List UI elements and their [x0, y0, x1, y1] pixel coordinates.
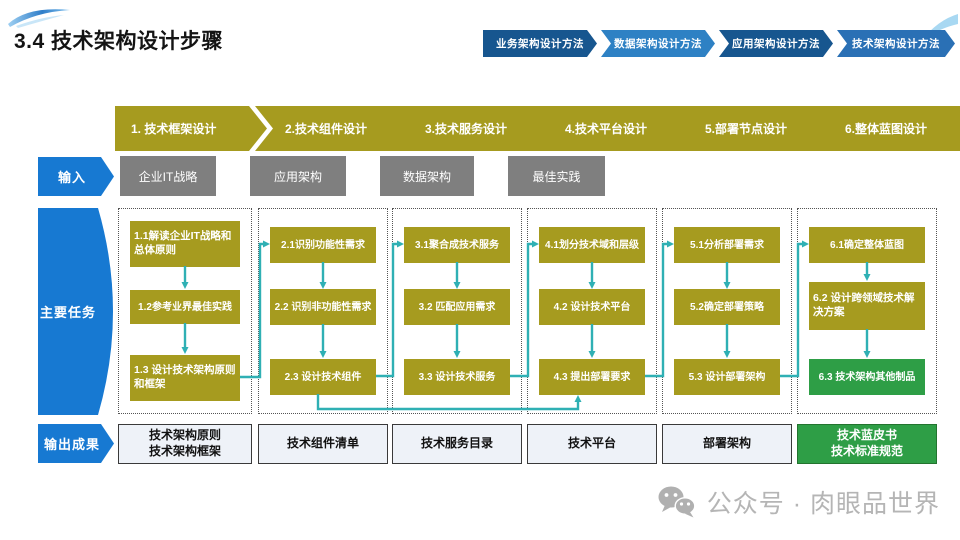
wechat-icon: [658, 486, 696, 518]
input-box-best-practice: 最佳实践: [508, 156, 605, 196]
page-title: 3.4 技术架构设计步骤: [14, 30, 224, 53]
output-box-tech-platform: 技术平台: [527, 424, 657, 464]
brand-swoosh-icon: [8, 9, 70, 28]
task-column-2: 2.1识别功能性需求 2.2 识别非功能性需求 2.3 设计技术组件: [258, 208, 388, 414]
task-5-2: 5.2确定部署策略: [674, 289, 780, 325]
output-box-deployment-architecture: 部署架构: [662, 424, 792, 464]
task-5-3: 5.3 设计部署架构: [674, 359, 780, 395]
tab-application-architecture-method[interactable]: 应用架构设计方法: [719, 30, 833, 57]
task-3-3: 3.3 设计技术服务: [404, 359, 510, 395]
output-row-label: 输出成果: [38, 424, 114, 463]
output-box-tech-arch-principles-framework: 技术架构原则 技术架构框架: [118, 424, 252, 464]
task-5-1: 5.1分析部署需求: [674, 227, 780, 263]
step-6-overall-blueprint-design: 6.整体蓝图设计: [815, 106, 960, 151]
task-1-3: 1.3 设计技术架构原则和框架: [130, 355, 240, 401]
task-4-2: 4.2 设计技术平台: [539, 289, 645, 325]
task-6-1: 6.1确定整体蓝图: [809, 227, 925, 263]
tab-technology-architecture-method[interactable]: 技术架构设计方法: [837, 30, 955, 57]
output-box-tech-bluebook-standards: 技术蓝皮书 技术标准规范: [797, 424, 937, 464]
tab-business-architecture-method[interactable]: 业务架构设计方法: [483, 30, 597, 57]
task-column-6: 6.1确定整体蓝图 6.2 设计跨领域技术解决方案 6.3 技术架构其他制品: [797, 208, 937, 414]
task-column-1: 1.1解读企业IT战略和总体原则 1.2参考业界最佳实践 1.3 设计技术架构原…: [118, 208, 252, 414]
task-4-1: 4.1划分技术域和层级: [539, 227, 645, 263]
step-4-tech-platform-design: 4.技术平台设计: [535, 106, 701, 151]
step-2-tech-component-design: 2.技术组件设计: [255, 106, 421, 151]
input-box-enterprise-it-strategy: 企业IT战略: [120, 156, 216, 196]
task-column-5: 5.1分析部署需求 5.2确定部署策略 5.3 设计部署架构: [662, 208, 792, 414]
task-3-1: 3.1聚合成技术服务: [404, 227, 510, 263]
step-5-deploy-node-design: 5.部署节点设计: [675, 106, 841, 151]
input-row-label: 输入: [38, 157, 114, 196]
tasks-row-label: 主要任务: [38, 208, 114, 415]
step-1-tech-framework-design: 1. 技术框架设计: [115, 106, 267, 151]
task-6-3: 6.3 技术架构其他制品: [809, 359, 925, 395]
task-column-3: 3.1聚合成技术服务 3.2 匹配应用需求 3.3 设计技术服务: [392, 208, 522, 414]
task-1-2: 1.2参考业界最佳实践: [130, 290, 240, 324]
task-6-2: 6.2 设计跨领域技术解决方案: [809, 282, 925, 330]
tab-data-architecture-method[interactable]: 数据架构设计方法: [601, 30, 715, 57]
task-1-1: 1.1解读企业IT战略和总体原则: [130, 221, 240, 267]
step-3-tech-service-design: 3.技术服务设计: [395, 106, 561, 151]
task-2-1: 2.1识别功能性需求: [270, 227, 376, 263]
output-box-tech-component-list: 技术组件清单: [258, 424, 388, 464]
task-4-3: 4.3 提出部署要求: [539, 359, 645, 395]
task-2-3: 2.3 设计技术组件: [270, 359, 376, 395]
watermark-text: 公众号 · 肉眼品世界: [706, 490, 940, 518]
watermark: 公众号 · 肉眼品世界: [657, 484, 940, 520]
input-box-data-architecture: 数据架构: [380, 156, 474, 196]
task-3-2: 3.2 匹配应用需求: [404, 289, 510, 325]
task-column-4: 4.1划分技术域和层级 4.2 设计技术平台 4.3 提出部署要求: [527, 208, 657, 414]
output-box-tech-service-catalog: 技术服务目录: [392, 424, 522, 464]
input-box-application-architecture: 应用架构: [250, 156, 346, 196]
task-2-2: 2.2 识别非功能性需求: [270, 289, 376, 325]
